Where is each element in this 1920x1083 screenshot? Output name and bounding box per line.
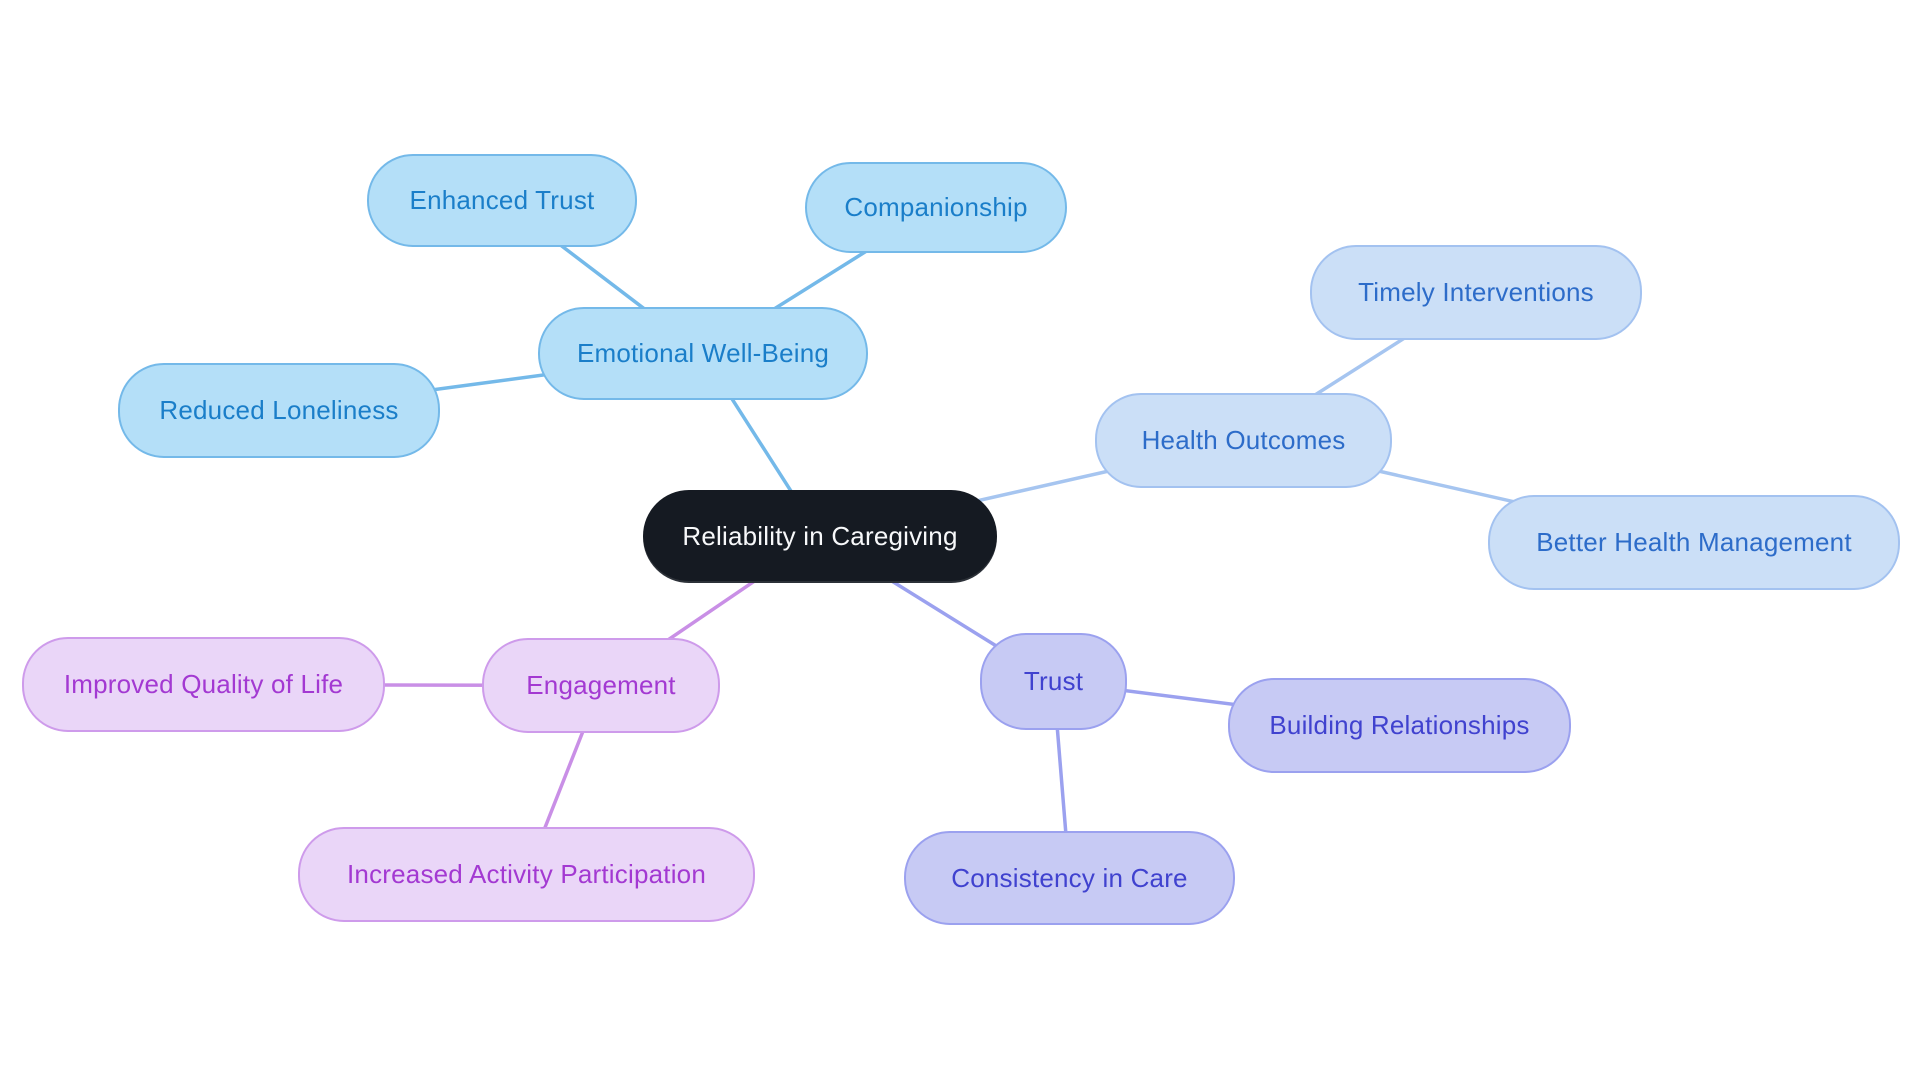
mindmap-node-central[interactable]: Reliability in Caregiving <box>643 490 997 583</box>
mindmap-node-better-health-management[interactable]: Better Health Management <box>1488 495 1900 590</box>
mindmap-node-improved-quality-of-life[interactable]: Improved Quality of Life <box>22 637 385 732</box>
mindmap-node-consistency-in-care[interactable]: Consistency in Care <box>904 831 1235 925</box>
node-label: Timely Interventions <box>1358 277 1594 307</box>
node-label: Reduced Loneliness <box>159 395 399 425</box>
mindmap-node-reduced-loneliness[interactable]: Reduced Loneliness <box>118 363 440 458</box>
mindmap-node-trust[interactable]: Trust <box>980 633 1127 730</box>
mindmap-node-enhanced-trust[interactable]: Enhanced Trust <box>367 154 637 247</box>
mindmap-node-health-outcomes[interactable]: Health Outcomes <box>1095 393 1392 488</box>
node-label: Emotional Well-Being <box>576 338 830 368</box>
node-label: Health Outcomes <box>1141 425 1346 455</box>
node-label: Improved Quality of Life <box>63 669 344 699</box>
node-label: Reliability in Caregiving <box>682 521 958 551</box>
mindmap-node-engagement[interactable]: Engagement <box>482 638 720 733</box>
node-label: Building Relationships <box>1269 710 1530 740</box>
node-label: Engagement <box>526 670 676 700</box>
node-label: Better Health Management <box>1536 527 1852 557</box>
mindmap-node-emotional-well-being[interactable]: Emotional Well-Being <box>538 307 868 400</box>
mindmap-node-timely-interventions[interactable]: Timely Interventions <box>1310 245 1642 340</box>
mindmap-node-building-relationships[interactable]: Building Relationships <box>1228 678 1571 773</box>
node-label: Consistency in Care <box>951 862 1188 893</box>
node-label: Increased Activity Participation <box>346 859 706 889</box>
mindmap-node-companionship[interactable]: Companionship <box>805 162 1067 253</box>
node-label: Trust <box>1023 666 1084 696</box>
node-label: Companionship <box>844 192 1028 222</box>
node-label: Enhanced Trust <box>409 185 595 215</box>
mindmap-node-increased-activity-participation[interactable]: Increased Activity Participation <box>298 827 755 922</box>
